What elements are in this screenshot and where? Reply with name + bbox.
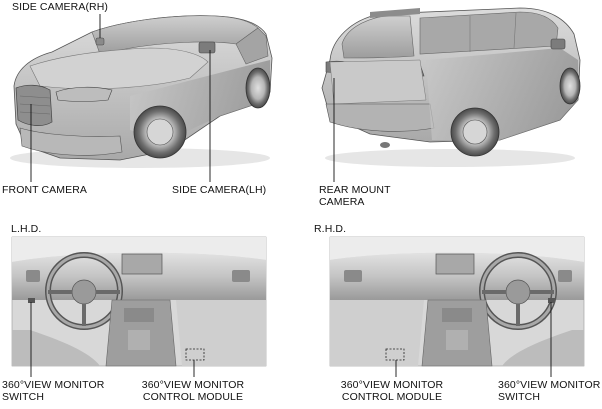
front-vehicle-illustration (10, 15, 273, 168)
label-side-camera-lh: SIDE CAMERA(LH) (172, 184, 267, 196)
label-rhd-module-line1: 360°VIEW MONITOR (340, 379, 444, 391)
lhd-interior-illustration (11, 236, 267, 367)
leader-lines (30, 14, 552, 377)
label-lhd-module-line1: 360°VIEW MONITOR (141, 379, 245, 391)
label-rhd: R.H.D. (314, 223, 347, 235)
label-lhd-switch-line1: 360°VIEW MONITOR (2, 379, 105, 391)
label-front-camera: FRONT CAMERA (2, 184, 88, 196)
rear-vehicle-illustration (321, 7, 581, 167)
label-rhd-switch-line1: 360°VIEW MONITOR (498, 379, 601, 391)
label-lhd: L.H.D. (11, 223, 42, 235)
label-lhd-switch-line2: SWITCH (2, 391, 45, 403)
label-rear-mount-camera-line2: CAMERA (319, 196, 365, 208)
label-rhd-switch-line2: SWITCH (498, 391, 541, 403)
label-side-camera-rh: SIDE CAMERA(RH) (12, 1, 109, 13)
rhd-interior-illustration (329, 236, 585, 367)
label-rear-mount-camera-line1: REAR MOUNT (319, 184, 391, 196)
label-rhd-module-line2: CONTROL MODULE (341, 391, 443, 403)
label-lhd-module-line2: CONTROL MODULE (142, 391, 244, 403)
